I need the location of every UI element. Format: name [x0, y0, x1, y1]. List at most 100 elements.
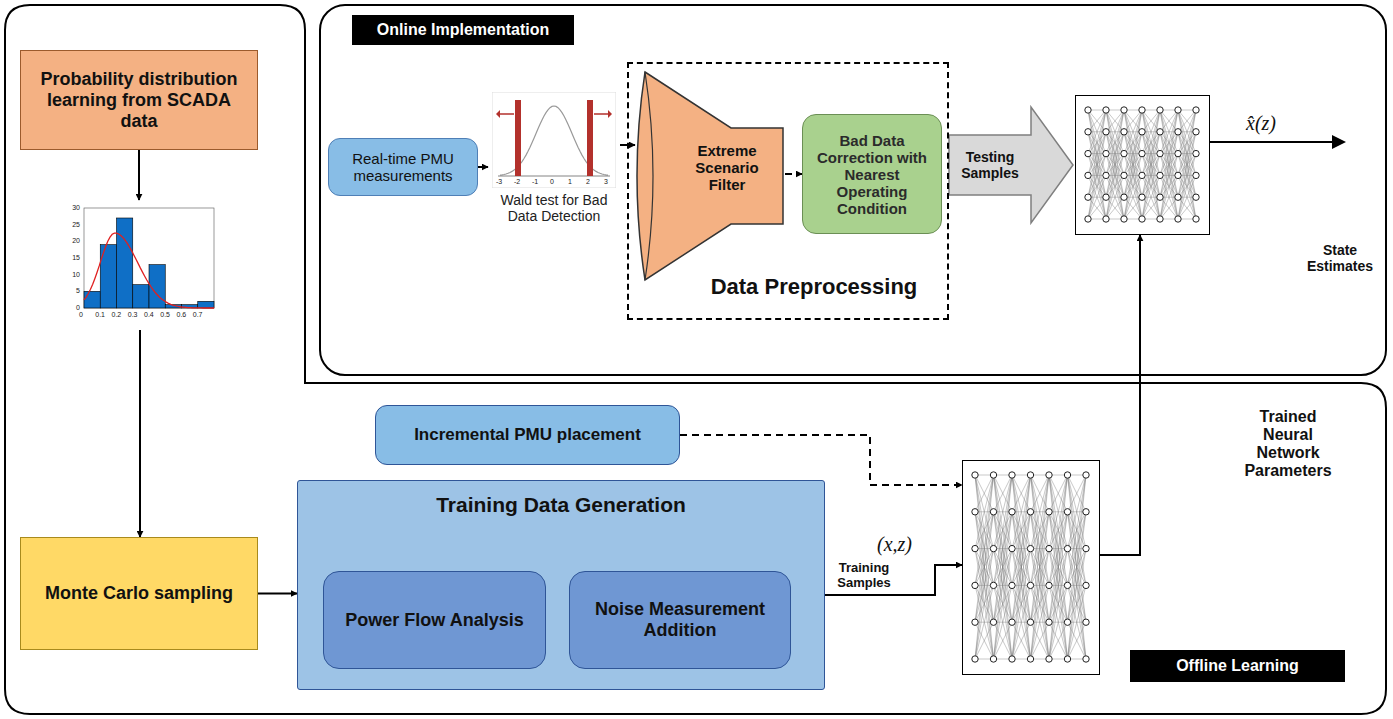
output-label: State Estimates [1298, 242, 1382, 274]
neuron [1139, 129, 1145, 135]
histogram [60, 200, 220, 330]
neuron [1103, 129, 1109, 135]
synapse [1106, 110, 1124, 132]
neuron [990, 545, 996, 551]
neuron [1064, 619, 1070, 625]
neuron [1139, 150, 1145, 156]
neuron [1085, 129, 1091, 135]
synapse [1124, 197, 1142, 219]
neuron [1083, 472, 1089, 478]
funnel-rim [645, 72, 653, 280]
neuron [1046, 619, 1052, 625]
funnel-filter: Extreme Scenario Filter [635, 70, 785, 282]
synapse [1068, 622, 1087, 659]
neuron [1103, 194, 1109, 200]
neuron [1046, 656, 1052, 662]
neuron [1027, 582, 1033, 588]
neuron [1157, 150, 1163, 156]
synapse [1178, 110, 1196, 219]
axis-tick: 25 [62, 221, 80, 229]
axis-tick: 0.7 [193, 311, 203, 319]
neuron [1103, 107, 1109, 113]
synapse [1124, 110, 1142, 132]
neuron [1103, 150, 1109, 156]
neuron [1046, 582, 1052, 588]
synapse [1124, 110, 1142, 219]
synapse [1012, 475, 1031, 512]
histogram-bar [117, 218, 133, 308]
synapse [1012, 475, 1031, 659]
axis [498, 176, 610, 177]
process-box: Power Flow Analysis [323, 571, 546, 669]
synapse [1031, 622, 1050, 659]
connector-arrow [258, 593, 297, 595]
neuron [1083, 656, 1089, 662]
plot-caption: Wald test for Bad Data Detection [488, 192, 620, 224]
section-label: Offline Learning [1130, 650, 1345, 682]
plot-frame [84, 208, 214, 308]
synapse [1088, 110, 1106, 219]
synapse [1049, 475, 1068, 659]
neuron [1009, 582, 1015, 588]
neuron [1083, 509, 1089, 515]
synapse [1160, 110, 1178, 132]
synapse [1031, 549, 1050, 659]
connector-arrow [138, 150, 140, 200]
axis-tick: 0 [550, 178, 554, 186]
neuron [1175, 172, 1181, 178]
synapse [1106, 154, 1124, 219]
synapse [1106, 110, 1124, 132]
synapse [1124, 110, 1142, 219]
neuron [990, 656, 996, 662]
neuron [1157, 216, 1163, 222]
histogram-bar [84, 291, 100, 308]
connector-arrow [139, 330, 141, 537]
synapse [1068, 475, 1087, 659]
neuron [1009, 545, 1015, 551]
synapse [1106, 110, 1124, 219]
neuron [1139, 216, 1145, 222]
synapse [994, 622, 1013, 659]
synapse [1106, 197, 1124, 219]
axis-tick: 0.3 [128, 311, 138, 319]
synapse [994, 549, 1013, 659]
neuron [1027, 619, 1033, 625]
synapse [975, 622, 994, 659]
neuron [1083, 545, 1089, 551]
neuron [1064, 656, 1070, 662]
axis-tick: 0.1 [95, 311, 105, 319]
neuron [1027, 656, 1033, 662]
synapse [975, 549, 994, 659]
funnel-body [637, 72, 783, 280]
neuron [1046, 509, 1052, 515]
synapse [1142, 110, 1160, 219]
neuron [972, 545, 978, 551]
neuron [1193, 172, 1199, 178]
box-label: Noise Measurement Addition [578, 599, 782, 641]
histogram-bar [198, 301, 214, 308]
neuron [1193, 107, 1199, 113]
input-box: Real-time PMU measurements [328, 138, 478, 196]
process-box: Monte Carlo sampling [20, 537, 258, 650]
synapse [1049, 475, 1068, 512]
fit-curve [84, 233, 214, 308]
synapse [975, 475, 994, 659]
neuron [972, 582, 978, 588]
synapse [1068, 622, 1087, 659]
process-box: Noise Measurement Addition [569, 571, 791, 669]
text-wrap: Monte Carlo sampling [37, 579, 241, 608]
threshold-bar [587, 100, 593, 176]
synapse [1124, 154, 1142, 219]
neuron [1064, 509, 1070, 515]
edge-label: Trained Neural Network Parameters [1238, 408, 1338, 480]
axis-tick: 0.2 [112, 311, 122, 319]
process-box: Probability distribution learning from S… [20, 50, 258, 150]
neuron [1064, 582, 1070, 588]
reject-arrow [500, 113, 514, 115]
synapse [1049, 475, 1068, 512]
synapse [1031, 475, 1050, 659]
process-box: Incremental PMU placement [375, 405, 680, 465]
online-panel [320, 5, 1386, 375]
neuron [1121, 172, 1127, 178]
axis-tick: 2 [586, 178, 590, 186]
